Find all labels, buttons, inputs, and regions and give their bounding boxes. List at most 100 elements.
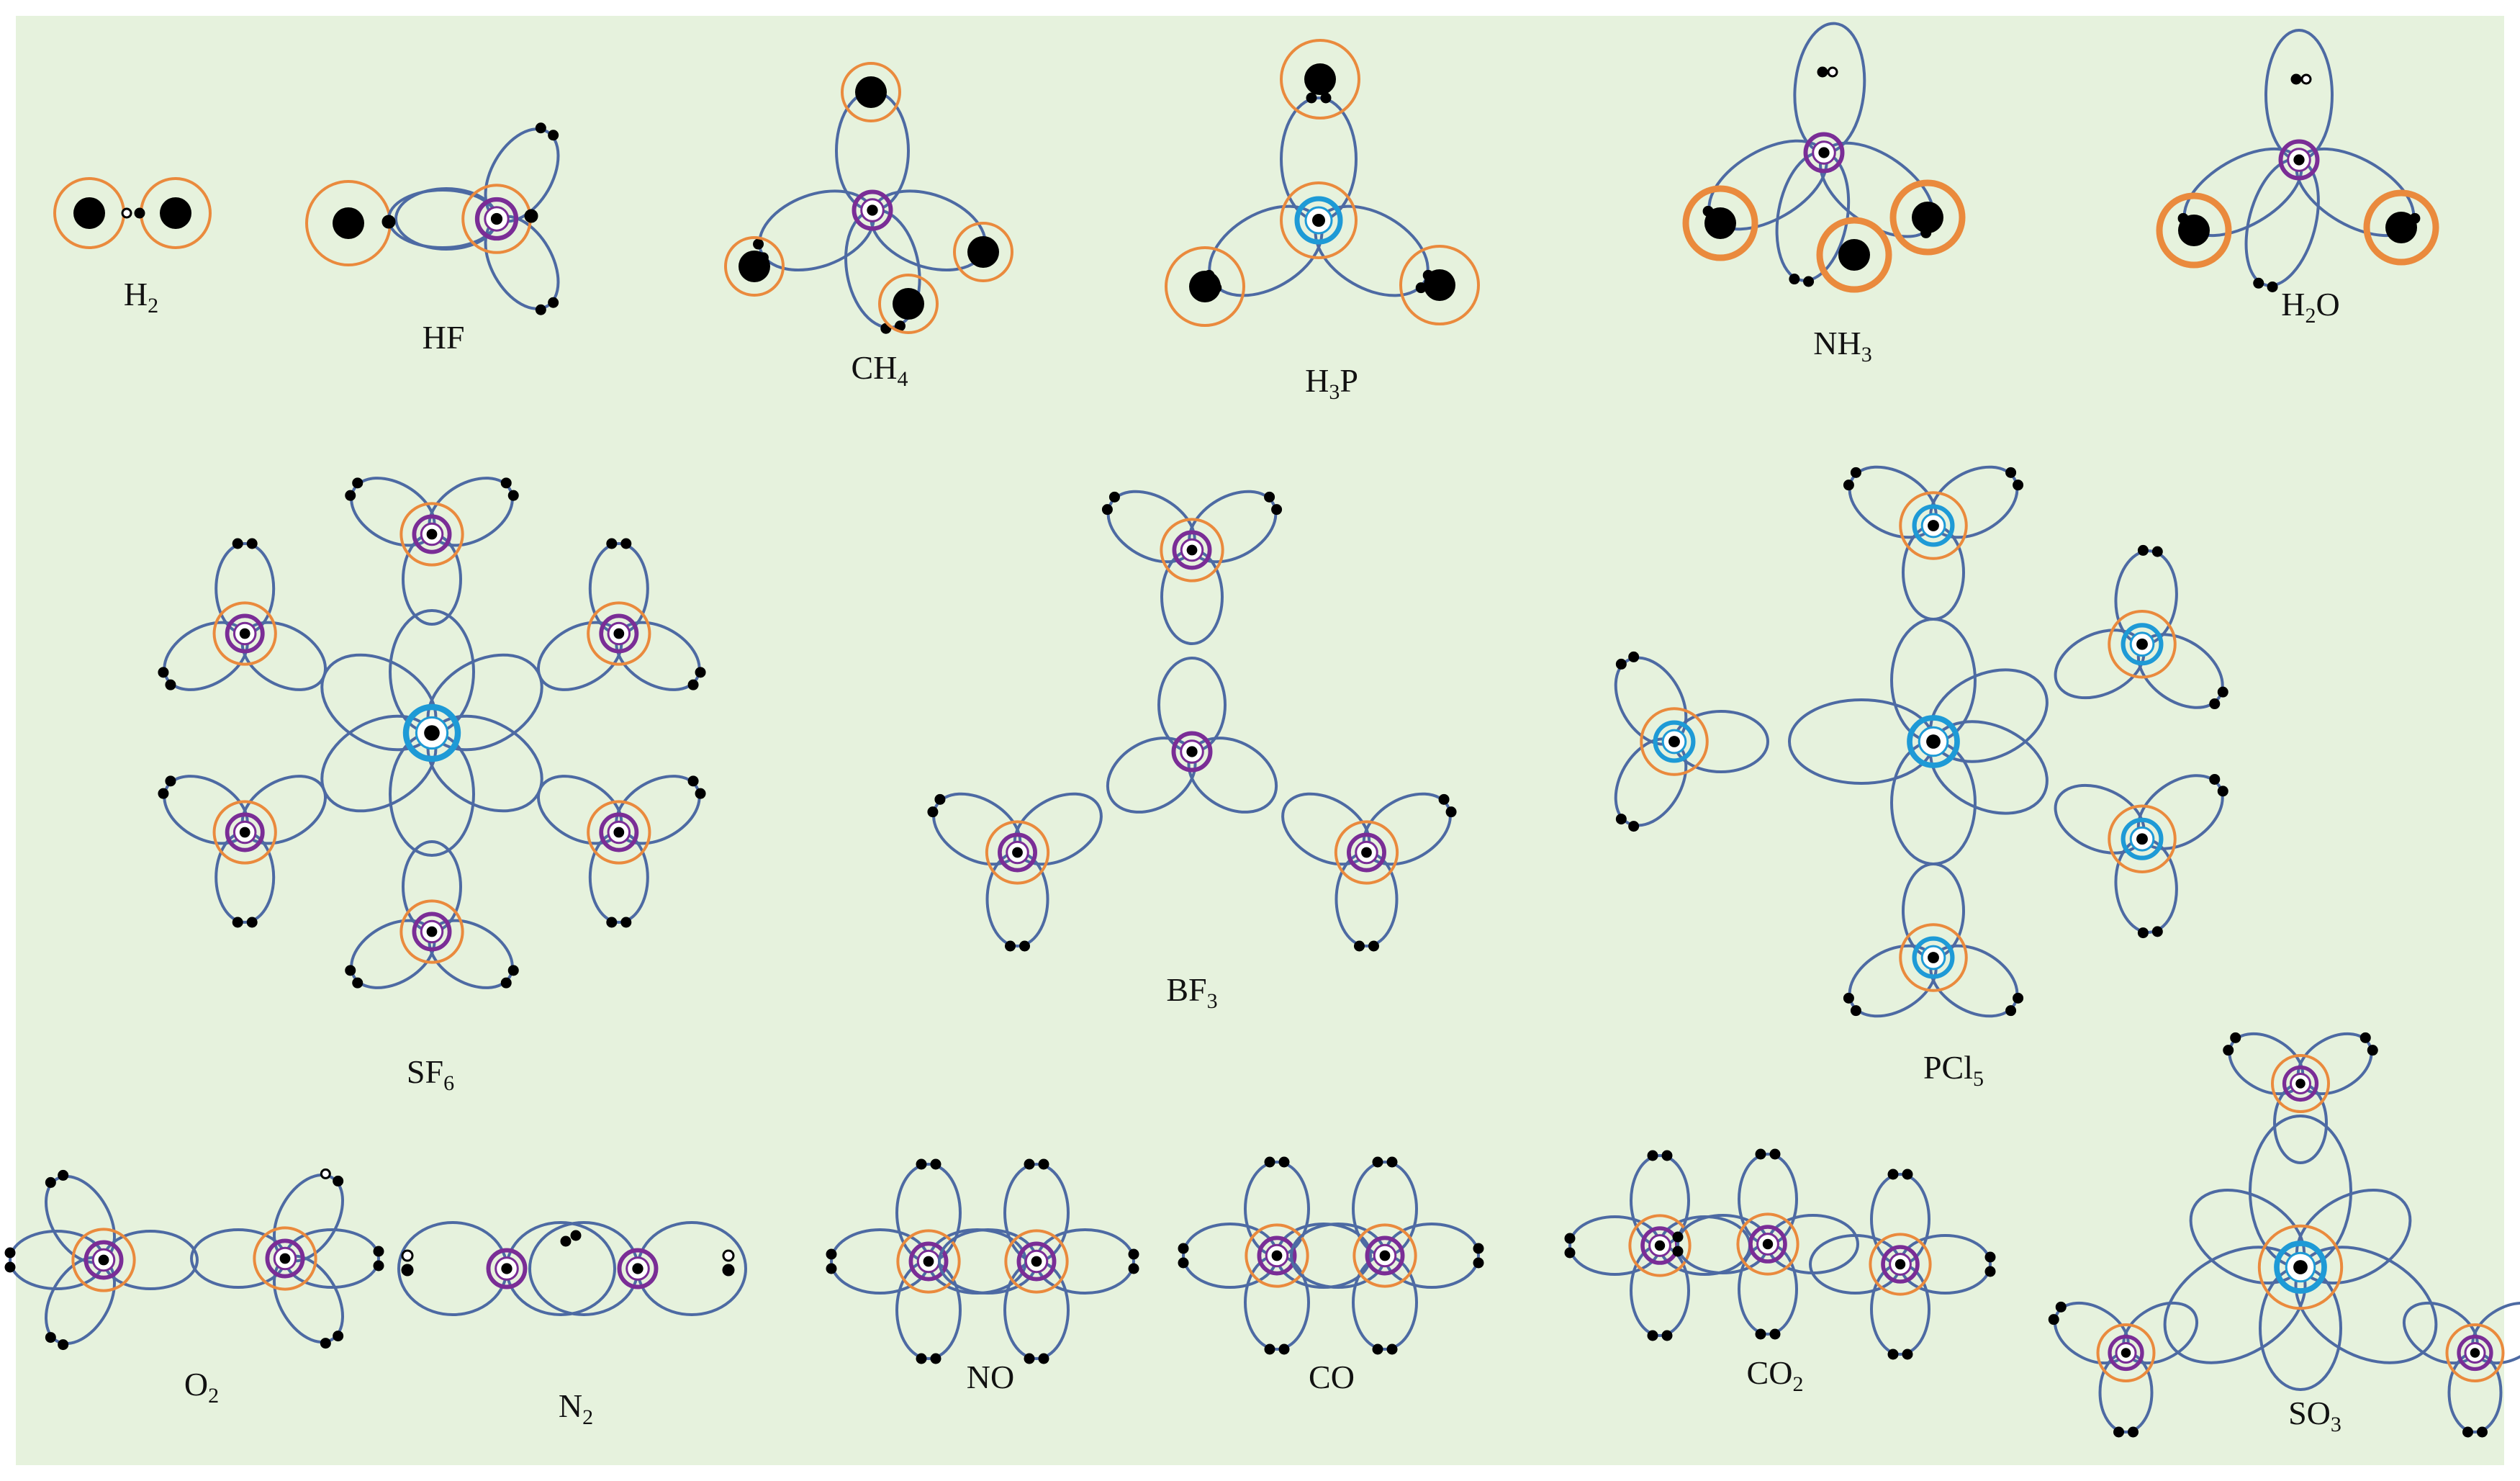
electron [1038,1158,1049,1170]
electron [1386,1343,1398,1355]
nucleus [426,926,438,937]
orbital-lobe [1352,1254,1418,1351]
orbital-lobe [1352,1161,1418,1257]
inner-shell [1172,530,1212,570]
electron [2223,1045,2234,1056]
electron [1005,940,1016,952]
inner-shell [1881,1245,1920,1284]
electron [535,122,546,134]
electron [722,1264,735,1277]
unpaired-electron [401,1249,414,1262]
electron [548,130,559,141]
nucleus [501,1263,512,1274]
nucleus [426,528,438,540]
inner-shell [486,1248,528,1289]
electron [2253,277,2264,289]
valence-shell [1869,1233,1932,1296]
electron [373,1260,384,1271]
electron [1984,1266,1996,1277]
electron [246,917,258,928]
electron [695,667,706,678]
orbital-lobe [528,1221,639,1316]
electron [2013,480,2024,491]
valence-shell [2257,1224,2344,1310]
nucleus [1818,147,1830,158]
electron [1271,504,1283,516]
valence-shell [1004,1229,1069,1294]
electron [2359,1032,2371,1043]
orbital-lobe [1160,549,1224,645]
electron [1817,66,1828,78]
orbital-lobe [588,542,649,635]
nucleus [2136,638,2148,650]
nucleus [632,1263,643,1274]
orbital-lobe [1738,1243,1798,1336]
nucleus [239,628,250,639]
orbital-lobe [9,1230,105,1290]
nucleus [1894,1259,1906,1270]
electron [927,806,939,818]
label-sf6: SF6 [406,1053,455,1095]
electron [687,775,699,787]
label-n2: N2 [558,1387,594,1429]
nucleus [279,1253,291,1264]
molecule-co2 [1564,1148,1996,1360]
valence-shell [1899,491,1968,560]
valence-shell [896,1229,961,1294]
electron [500,977,512,989]
orbital-lobe [830,1228,930,1295]
inner-shell [2278,139,2320,181]
nucleus [2293,1260,2308,1274]
electron [606,917,618,928]
electron [1445,806,1457,818]
nucleus [1928,520,1939,531]
orbital-lobe [389,609,475,734]
orbital-lobe [1676,1214,1769,1274]
electron [826,1263,837,1274]
electron [1320,92,1332,104]
hydrogen-nucleus [2178,215,2210,246]
electron [620,917,632,928]
electron [1278,1156,1290,1168]
orbital-lobe [1902,863,1965,959]
label-h2o: H2O [2281,286,2340,328]
valence-shell [1280,181,1358,259]
inner-shell [225,613,265,654]
electron [165,679,176,690]
hydrogen-shell [2363,189,2439,266]
electron [753,238,764,250]
orbital-lobe [190,1228,286,1289]
nucleus [2295,1079,2306,1089]
inner-shell [265,1238,305,1279]
electron [1372,1343,1383,1355]
electron [916,1353,927,1364]
label-h2: H2 [123,276,159,318]
valence-shell [1628,1214,1692,1277]
inner-shell [83,1240,124,1280]
label-ch4: CH4 [851,349,908,391]
electron [345,965,356,976]
orbital-lobe [1244,1161,1310,1257]
electron [1615,814,1627,825]
electron [345,490,356,501]
orbital-lobe [895,1260,962,1360]
electron [1755,1328,1766,1340]
electron [560,1235,572,1247]
electron [2462,1426,2473,1438]
nucleus [1928,952,1939,963]
inner-shell [412,514,452,554]
electron [1647,1150,1658,1161]
electron [2151,546,2163,557]
unpaired-electron [722,1249,735,1262]
electron [165,775,176,787]
inner-shell [412,911,452,952]
hydrogen-shell [1399,245,1480,325]
label-co: CO [1309,1359,1355,1395]
label-hf: HF [422,319,465,356]
electron [1264,491,1275,503]
electron [916,1158,927,1170]
hydrogen-shell [1889,179,1966,256]
unpaired-electron [320,1168,331,1179]
